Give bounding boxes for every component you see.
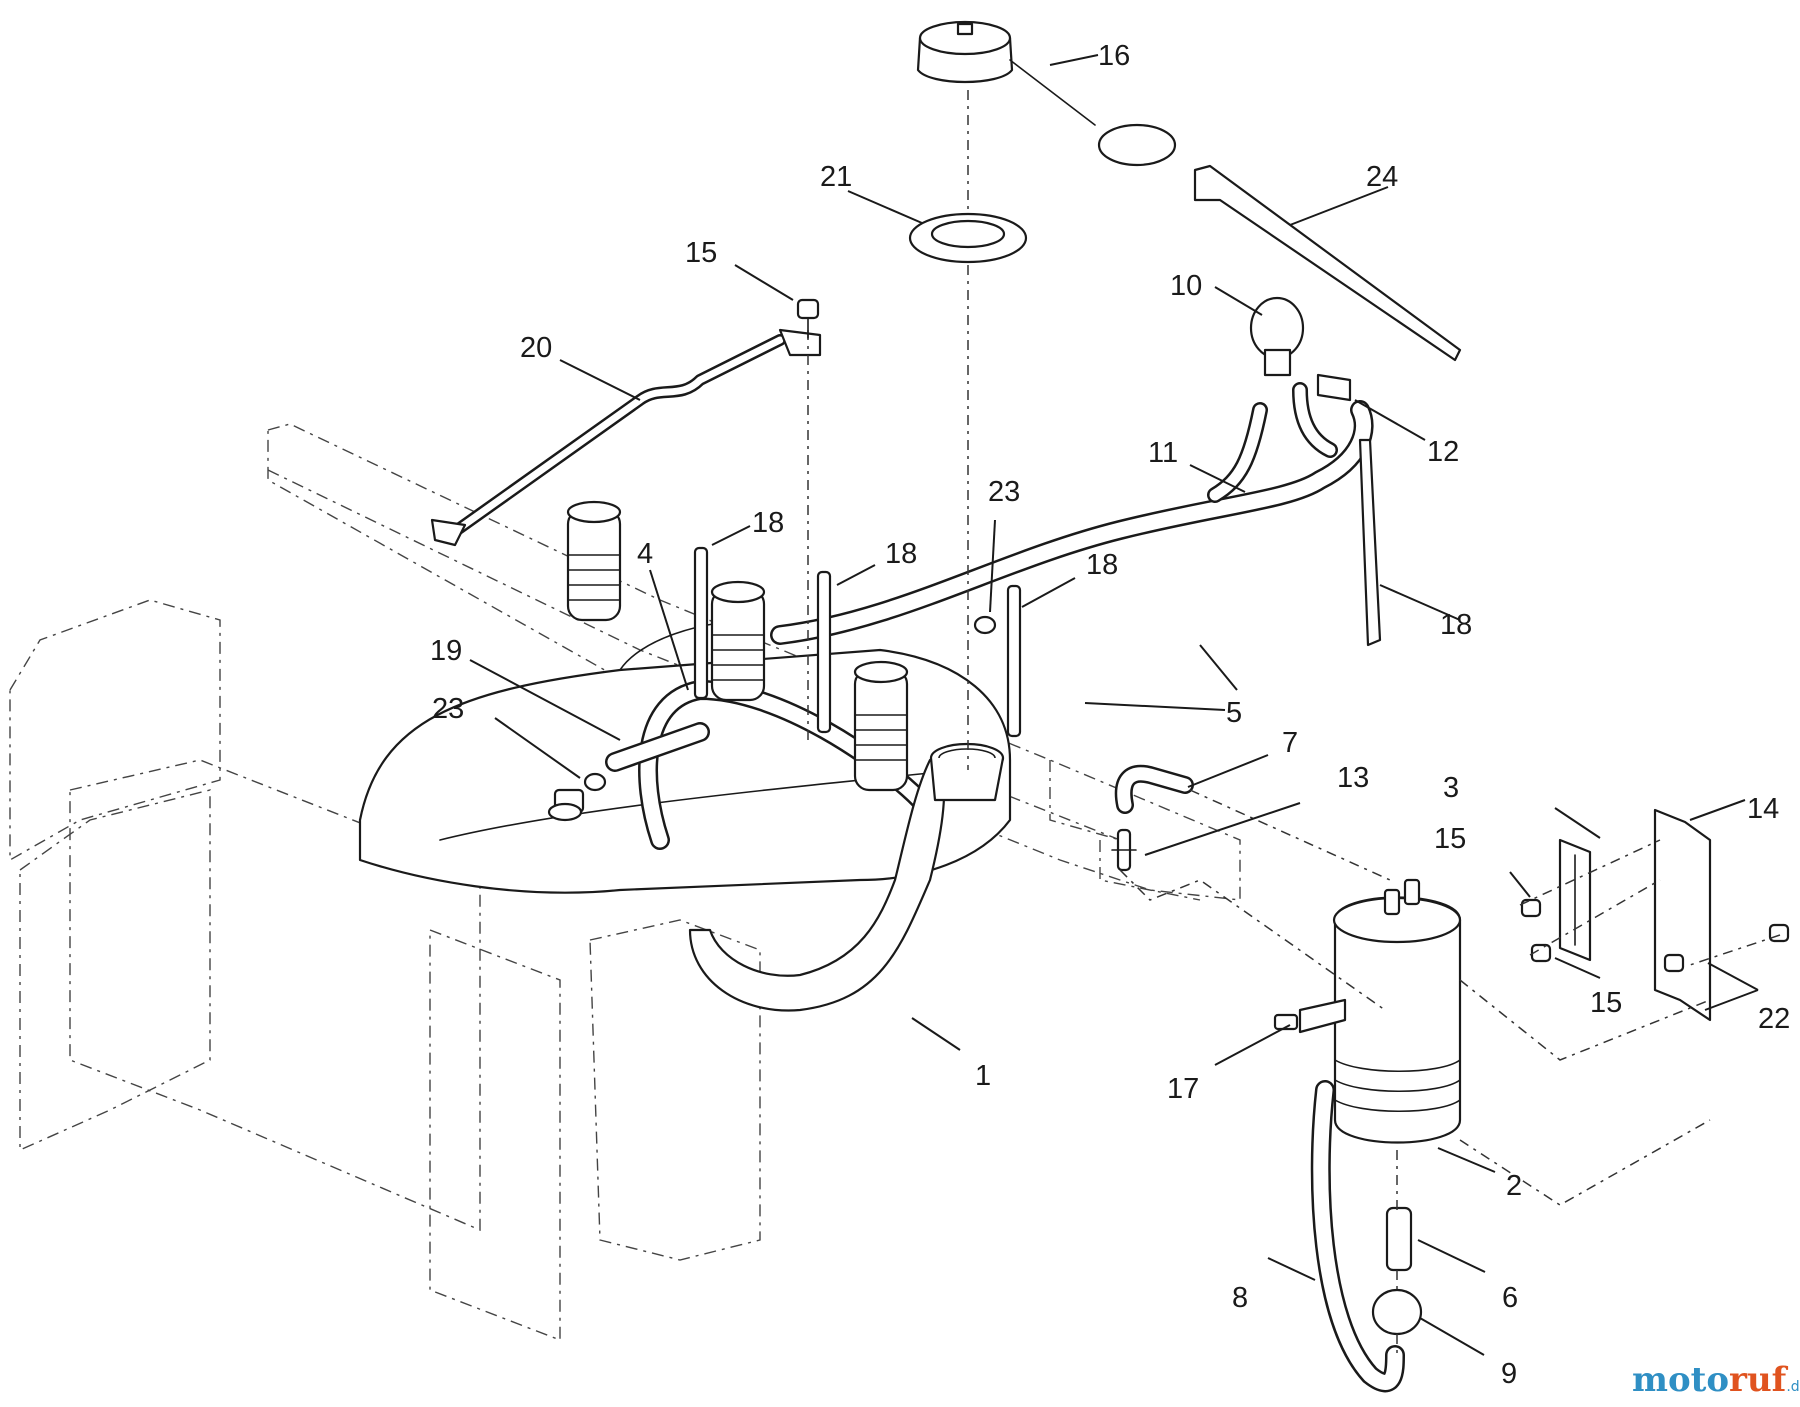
callout-13: 13 [1337, 762, 1369, 794]
inline-filter-9 [1371, 1288, 1423, 1336]
cable-tie-3 [1006, 584, 1022, 738]
frame-side-plate-ghost [9, 599, 761, 1342]
cable-tie-1 [693, 546, 709, 700]
hold-down-bracket [430, 328, 822, 547]
vent-valve [1249, 296, 1305, 377]
bolt-top [796, 298, 820, 339]
tee-fitting [1111, 828, 1137, 872]
tank-fitting [547, 788, 585, 822]
callout-15-low: 15 [1590, 987, 1622, 1019]
vent-hose-11 [1207, 402, 1268, 503]
callout-17: 17 [1167, 1073, 1199, 1105]
rubber-bumper-2 [710, 580, 766, 702]
canister-bracket [1273, 998, 1347, 1034]
callout-2: 2 [1506, 1170, 1522, 1202]
rubber-bumper-3 [853, 660, 909, 792]
callout-18-a: 18 [752, 507, 784, 539]
cable-tie-2 [816, 570, 832, 734]
watermark-ruf: ruf [1729, 1360, 1789, 1400]
svg-text:motoruf.de: motoruf.de [1632, 1360, 1800, 1400]
tank-strap [1193, 164, 1462, 362]
mounting-bracket [1558, 838, 1592, 962]
fuel-cap [916, 20, 1177, 167]
callout-18-b: 18 [885, 538, 917, 570]
watermark-tld: .de [1786, 1379, 1800, 1395]
callout-22: 22 [1758, 1003, 1790, 1035]
callout-20: 20 [520, 332, 552, 364]
callout-14: 14 [1747, 793, 1779, 825]
fuel-hose [770, 400, 1374, 645]
callout-3: 3 [1443, 772, 1459, 804]
callout-15-mid: 15 [1434, 823, 1466, 855]
bolt-15-upper [1520, 898, 1542, 918]
callout-23-top: 23 [988, 476, 1020, 508]
charcoal-canister [1332, 878, 1462, 1144]
leader-lines [469, 54, 1759, 1356]
callout-7: 7 [1282, 727, 1298, 759]
callout-15-top: 15 [685, 237, 717, 269]
callout-8: 8 [1232, 1282, 1248, 1314]
callout-9: 9 [1501, 1358, 1517, 1390]
hose-clamp-2 [583, 772, 607, 792]
hose-clamp-1 [973, 615, 997, 635]
callout-6: 6 [1502, 1282, 1518, 1314]
callout-10: 10 [1170, 270, 1202, 302]
callout-18-d: 18 [1440, 609, 1472, 641]
callout-11: 11 [1148, 437, 1178, 469]
callout-1: 1 [975, 1060, 991, 1092]
callouts: 16 21 24 10 15 20 11 12 18 18 18 23 4 19… [430, 40, 1790, 1390]
hose-7 [1114, 764, 1194, 814]
callout-16: 16 [1098, 40, 1130, 72]
vent-hose-12 [1292, 373, 1352, 458]
assembly-lines [1119, 789, 1781, 1355]
callout-4: 4 [637, 538, 653, 570]
callout-23-left: 23 [432, 693, 464, 725]
mounting-plate [1653, 808, 1712, 1022]
callout-12: 12 [1427, 436, 1459, 468]
callout-21: 21 [820, 161, 852, 193]
watermark-moto: moto [1632, 1360, 1729, 1400]
cable-tie-4 [1358, 438, 1382, 647]
rubber-bumper-1 [566, 500, 622, 622]
tube-6 [1385, 1206, 1413, 1272]
callout-19: 19 [430, 635, 462, 667]
callout-5: 5 [1226, 697, 1242, 729]
filler-gasket [908, 212, 1028, 264]
bolt-22-upper [1768, 923, 1790, 943]
fuel-hose-short [605, 722, 710, 772]
bolt-22-lower [1663, 953, 1685, 973]
filler-neck-hose [688, 742, 1005, 1012]
hose-8 [1310, 1080, 1405, 1393]
callout-24: 24 [1366, 161, 1398, 193]
callout-18-c: 18 [1086, 549, 1118, 581]
motoruf-watermark: motoruf.de [1632, 1360, 1800, 1400]
